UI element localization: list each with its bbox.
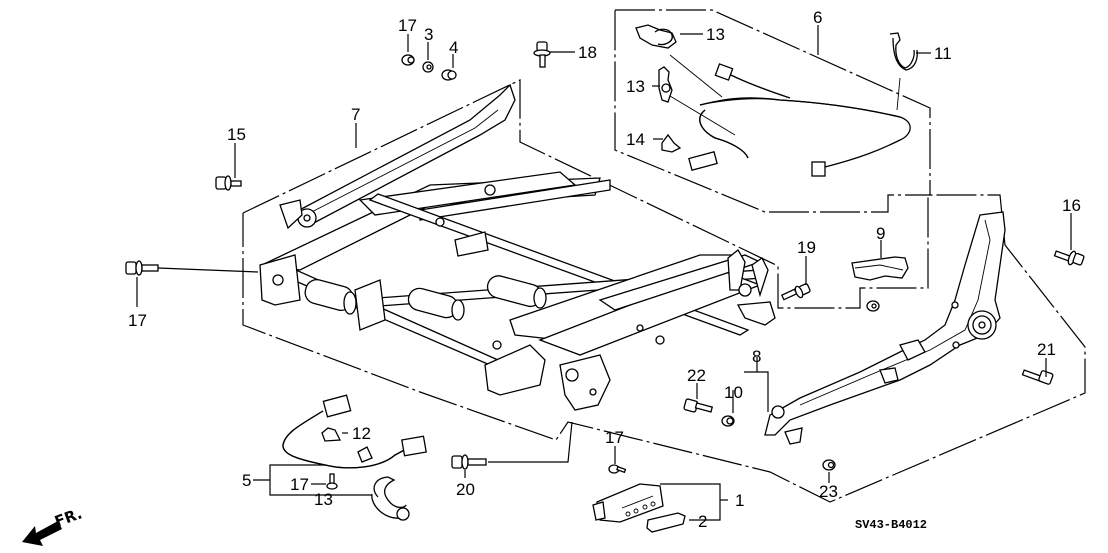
recliner-cover-9[interactable] (851, 256, 909, 281)
callout-15[interactable]: 14 (626, 130, 645, 149)
callout-11[interactable]: 11 (934, 44, 952, 63)
screw-18[interactable] (608, 464, 627, 474)
callout-17-left[interactable]: 17 (128, 311, 147, 330)
bolt-16-right[interactable] (1053, 250, 1085, 266)
front-direction-indicator: FR. (22, 504, 84, 546)
callout-10[interactable]: 10 (724, 383, 743, 402)
bolt-16-left[interactable] (215, 175, 242, 191)
screw-19[interactable] (326, 473, 338, 490)
bolt-21[interactable] (1021, 369, 1054, 385)
harness-clip-11[interactable] (889, 32, 918, 71)
clip-12[interactable] (321, 427, 342, 442)
bolt-17-bottom[interactable] (451, 454, 487, 470)
power-seat-frame[interactable] (259, 83, 776, 411)
bolt-17-top[interactable] (533, 41, 551, 68)
clip-15[interactable] (661, 133, 682, 153)
callout-2[interactable]: 2 (698, 512, 707, 531)
recliner-assembly[interactable] (764, 211, 1006, 445)
harness-group-outline (614, 9, 931, 213)
callout-22[interactable]: 22 (687, 366, 706, 385)
seat-wire-harness[interactable] (669, 54, 911, 177)
nut-recliner[interactable] (866, 300, 880, 312)
switch-knob-2[interactable] (646, 512, 686, 533)
callout-12[interactable]: 12 (352, 424, 371, 443)
callout-19[interactable]: 17 (290, 475, 309, 494)
washer-3[interactable] (422, 61, 434, 73)
diagram-code: SV43-B4012 (855, 518, 927, 532)
callout-18[interactable]: 17 (605, 428, 624, 447)
front-arrow-icon (22, 521, 62, 546)
callout-20[interactable]: 17 (398, 16, 417, 35)
callout-23[interactable]: 23 (819, 482, 838, 501)
callout-16-left[interactable]: 15 (227, 125, 246, 144)
callout-5[interactable]: 5 (242, 471, 251, 490)
callout-8[interactable]: 8 (752, 347, 761, 366)
callout-13-top[interactable]: 13 (706, 25, 725, 44)
harness-clip-13-lower[interactable] (658, 66, 673, 103)
callout-13-lower[interactable]: 13 (626, 77, 645, 96)
callout-17-top[interactable]: 18 (578, 43, 597, 62)
callout-1[interactable]: 1 (735, 491, 744, 510)
callout-4[interactable]: 4 (449, 38, 458, 57)
callout-7[interactable]: 7 (351, 105, 360, 124)
callout-3[interactable]: 3 (424, 25, 433, 44)
bushing-4[interactable] (441, 69, 457, 81)
leader-lines (136, 25, 1072, 521)
bolt-17-left[interactable] (125, 260, 159, 276)
sub-wire-harness[interactable] (282, 394, 427, 469)
seat-switch-1[interactable] (592, 483, 664, 523)
front-label: FR. (52, 504, 84, 530)
callout-9[interactable]: 9 (876, 224, 885, 243)
callout-14[interactable]: 13 (314, 490, 333, 509)
harness-band-14[interactable] (371, 476, 410, 521)
callout-6[interactable]: 6 (813, 8, 822, 27)
harness-clip-13-top[interactable] (635, 24, 677, 49)
callout-17-bottom[interactable]: 20 (456, 480, 475, 499)
nut-20[interactable] (401, 54, 415, 66)
callout-21[interactable]: 21 (1037, 340, 1056, 359)
nut-23[interactable] (822, 459, 836, 471)
bolt-22[interactable] (683, 398, 714, 413)
callout-16-right[interactable]: 16 (1062, 196, 1081, 215)
callout-17-mid[interactable]: 19 (797, 238, 816, 257)
bolt-17-mid[interactable] (780, 283, 811, 301)
spacer-10[interactable] (721, 415, 735, 427)
